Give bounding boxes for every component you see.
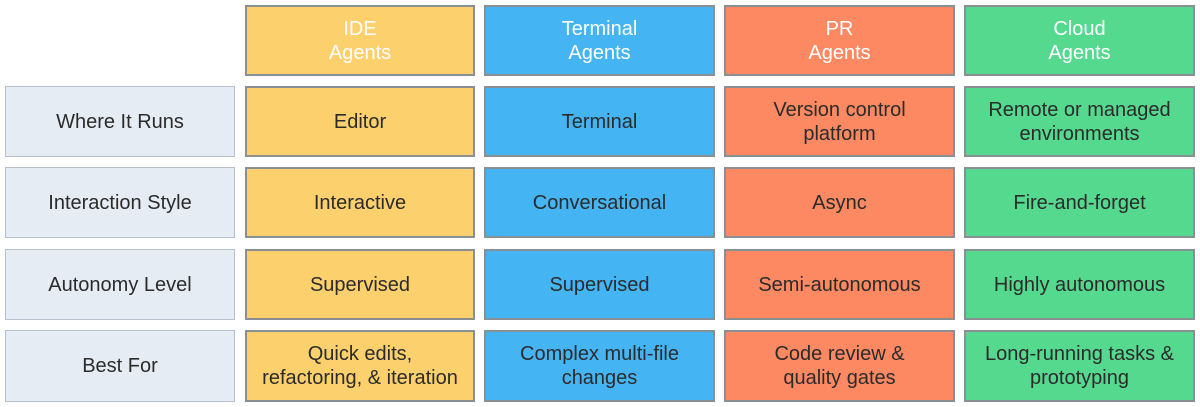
column-header-ide: IDE Agents: [245, 5, 475, 76]
column-header-terminal-label: Terminal Agents: [561, 17, 638, 64]
table-cell: Remote or managed environments: [964, 86, 1195, 157]
table-cell: Version control platform: [724, 86, 955, 157]
table-cell: Supervised: [484, 249, 715, 320]
column-header-ide-label: IDE Agents: [328, 17, 392, 64]
cell-text: Supervised: [309, 273, 411, 296]
row-label-autonomy-level: Autonomy Level: [5, 249, 235, 320]
row-label-text: Where It Runs: [56, 110, 184, 133]
cell-text: Semi-autonomous: [758, 273, 921, 296]
table-cell: Conversational: [484, 167, 715, 238]
row-label-where-it-runs: Where It Runs: [5, 86, 235, 157]
row-label-best-for: Best For: [5, 330, 235, 402]
column-header-cloud: Cloud Agents: [964, 5, 1195, 76]
cell-text: Code review & quality gates: [774, 343, 905, 389]
row-label-interaction-style: Interaction Style: [5, 167, 235, 238]
row-label-text: Best For: [82, 355, 158, 377]
table-cell: Async: [724, 167, 955, 238]
table-cell: Complex multi-file changes: [484, 330, 715, 402]
table-cell: Code review & quality gates: [724, 330, 955, 402]
cell-text: Complex multi-file changes: [520, 343, 679, 389]
cell-text: Async: [812, 191, 867, 214]
table-cell: Semi-autonomous: [724, 249, 955, 320]
row-label-text: Autonomy Level: [48, 273, 192, 296]
table-cell: Long-running tasks & prototyping: [964, 330, 1195, 402]
table-cell: Highly autonomous: [964, 249, 1195, 320]
column-header-terminal: Terminal Agents: [484, 5, 715, 76]
table-cell: Quick edits, refactoring, & iteration: [245, 330, 475, 402]
cell-text: Remote or managed environments: [988, 98, 1171, 145]
column-header-pr-label: PR Agents: [808, 17, 871, 64]
cell-text: Terminal: [561, 110, 638, 133]
cell-text: Highly autonomous: [993, 273, 1166, 296]
table-cell: Supervised: [245, 249, 475, 320]
column-header-cloud-label: Cloud Agents: [1048, 17, 1111, 64]
cell-text: Fire-and-forget: [1013, 191, 1146, 214]
cell-text: Editor: [333, 110, 387, 133]
cell-text: Quick edits, refactoring, & iteration: [262, 343, 458, 389]
cell-text: Version control platform: [773, 98, 906, 145]
table-cell: Terminal: [484, 86, 715, 157]
cell-text: Long-running tasks & prototyping: [984, 343, 1174, 389]
table-cell: Fire-and-forget: [964, 167, 1195, 238]
cell-text: Conversational: [532, 191, 667, 214]
table-cell: Editor: [245, 86, 475, 157]
column-header-pr: PR Agents: [724, 5, 955, 76]
cell-text: Supervised: [549, 273, 650, 296]
cell-text: Interactive: [313, 191, 407, 214]
row-label-text: Interaction Style: [48, 191, 192, 214]
table-cell: Interactive: [245, 167, 475, 238]
